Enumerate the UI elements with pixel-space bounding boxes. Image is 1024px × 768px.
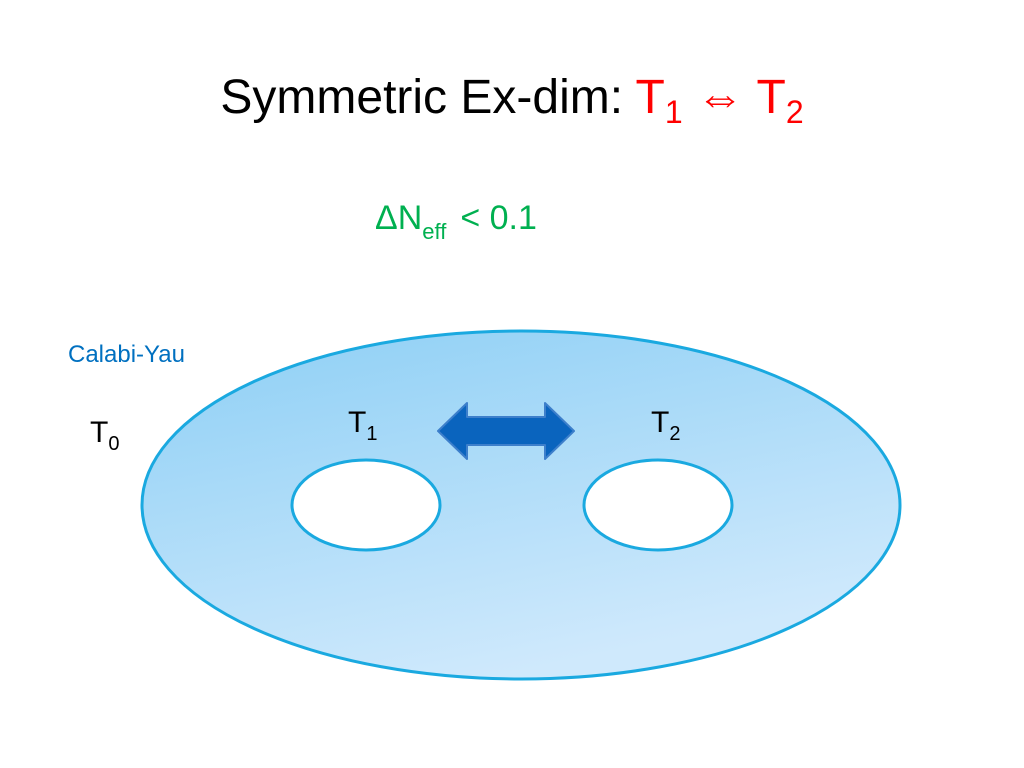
slide-title: Symmetric Ex-dim: T1 ⇔ T2	[0, 66, 1024, 130]
title-equivalence-arrow: ⇔	[682, 71, 757, 124]
title-t2: T2	[756, 71, 804, 130]
calabi-yau-label: Calabi-Yau	[68, 341, 185, 368]
double-headed-arrow-icon	[437, 402, 575, 460]
hole-t1	[290, 458, 442, 552]
t2-label: T2	[651, 406, 681, 445]
title-t1: T1	[635, 71, 683, 130]
formula-subscript: eff	[422, 219, 447, 244]
formula-relation: < 0.1	[460, 199, 537, 237]
formula-delta-n: ΔN	[375, 199, 423, 237]
hole-t2	[582, 458, 734, 552]
calabi-yau-surface	[140, 329, 902, 681]
t0-label: T0	[90, 416, 120, 455]
delta-neff-formula: ΔNeff < 0.1	[375, 196, 537, 243]
t1-label: T1	[348, 406, 378, 445]
title-main-text: Symmetric Ex-dim:	[220, 71, 636, 124]
